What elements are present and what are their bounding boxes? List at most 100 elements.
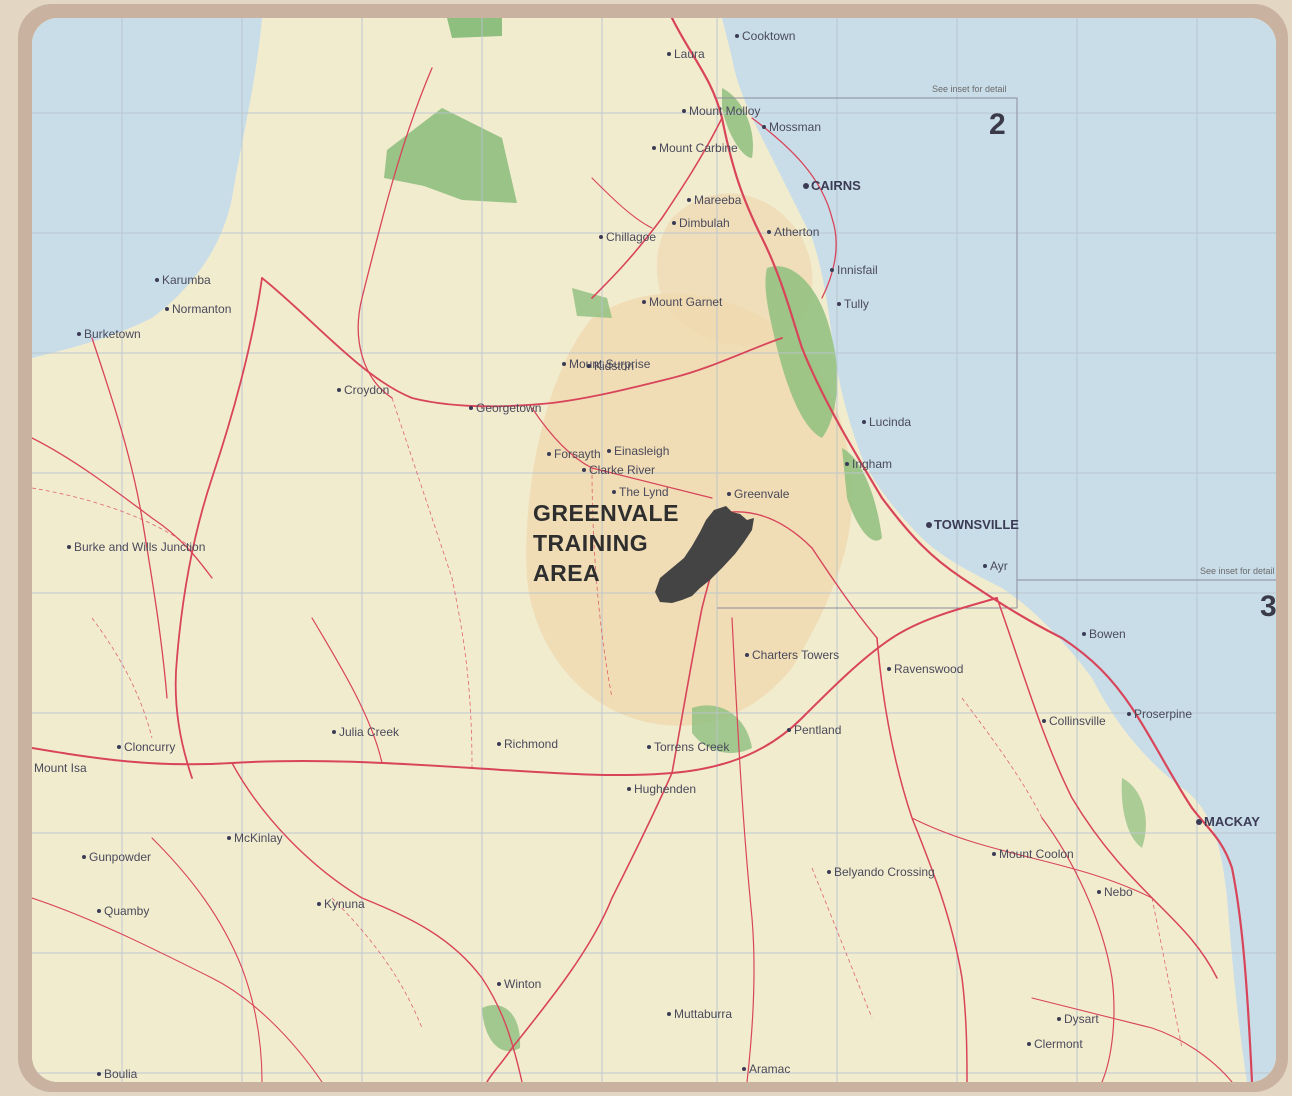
town-lucinda[interactable]: Lucinda	[862, 415, 911, 429]
town-marker	[165, 307, 169, 311]
town-mount-garnet[interactable]: Mount Garnet	[642, 295, 723, 309]
town-kynuna[interactable]: Kynuna	[317, 897, 365, 911]
town-burke-and-wills-junction[interactable]: Burke and Wills Junction	[67, 540, 205, 554]
town-torrens-creek[interactable]: Torrens Creek	[647, 740, 730, 754]
town-mckinlay[interactable]: McKinlay	[227, 831, 283, 845]
town-winton[interactable]: Winton	[497, 977, 541, 991]
town-hughenden[interactable]: Hughenden	[627, 782, 696, 796]
town-name: Normanton	[172, 302, 231, 316]
town-name: Belyando Crossing	[834, 865, 935, 879]
town-clarke-river[interactable]: Clarke River	[582, 463, 655, 477]
town-name: Charters Towers	[752, 648, 839, 662]
town-greenvale[interactable]: Greenvale	[727, 487, 790, 501]
town-name: Innisfail	[837, 263, 878, 277]
town-name: Mount Coolon	[999, 847, 1074, 861]
inset-note-2: See inset for detail	[932, 84, 1007, 94]
town-proserpine[interactable]: Proserpine	[1127, 707, 1192, 721]
map-viewport[interactable]: GREENVALE TRAINING AREA 2 3 See inset fo…	[32, 18, 1276, 1082]
town-collinsville[interactable]: Collinsville	[1042, 714, 1106, 728]
town-burketown[interactable]: Burketown	[77, 327, 141, 341]
town-mareeba[interactable]: Mareeba	[687, 193, 742, 207]
town-kidston[interactable]: Kidston	[587, 359, 634, 373]
town-name: Proserpine	[1134, 707, 1192, 721]
town-marker	[687, 198, 691, 202]
town-marker	[767, 230, 771, 234]
town-einasleigh[interactable]: Einasleigh	[607, 444, 669, 458]
town-cloncurry[interactable]: Cloncurry	[117, 740, 175, 754]
coral-sea	[722, 18, 1276, 1082]
town-marker	[830, 268, 834, 272]
town-marker	[827, 870, 831, 874]
town-muttaburra[interactable]: Muttaburra	[667, 1007, 732, 1021]
town-marker	[562, 362, 566, 366]
town-mount-coolon[interactable]: Mount Coolon	[992, 847, 1074, 861]
town-marker	[82, 855, 86, 859]
town-ravenswood[interactable]: Ravenswood	[887, 662, 963, 676]
town-name: Pentland	[794, 723, 841, 737]
town-mossman[interactable]: Mossman	[762, 120, 821, 134]
town-dimbulah[interactable]: Dimbulah	[672, 216, 730, 230]
town-normanton[interactable]: Normanton	[165, 302, 231, 316]
town-marker	[803, 183, 809, 189]
town-gunpowder[interactable]: Gunpowder	[82, 850, 151, 864]
town-marker	[787, 728, 791, 732]
town-name: McKinlay	[234, 831, 283, 845]
town-marker	[317, 902, 321, 906]
town-boulia[interactable]: Boulia	[97, 1067, 138, 1081]
town-name: Atherton	[774, 225, 819, 239]
town-name: Laura	[674, 47, 705, 61]
town-nebo[interactable]: Nebo	[1097, 885, 1133, 899]
town-townsville[interactable]: TOWNSVILLE	[926, 517, 1019, 532]
town-julia-creek[interactable]: Julia Creek	[332, 725, 400, 739]
town-pentland[interactable]: Pentland	[787, 723, 841, 737]
town-mount-carbine[interactable]: Mount Carbine	[652, 141, 738, 155]
town-marker	[627, 787, 631, 791]
town-marker	[227, 836, 231, 840]
town-name: Mount Isa	[34, 761, 87, 775]
town-name: Dimbulah	[679, 216, 730, 230]
town-marker	[1027, 1042, 1031, 1046]
town-richmond[interactable]: Richmond	[497, 737, 558, 751]
town-name: Winton	[504, 977, 541, 991]
town-forsayth[interactable]: Forsayth	[547, 447, 601, 461]
town-marker	[1082, 632, 1086, 636]
town-name: Kidston	[594, 359, 634, 373]
town-tully[interactable]: Tully	[837, 297, 869, 311]
town-the-lynd[interactable]: The Lynd	[612, 485, 669, 499]
town-charters-towers[interactable]: Charters Towers	[745, 648, 839, 662]
town-karumba[interactable]: Karumba	[155, 273, 211, 287]
town-name: Cloncurry	[124, 740, 175, 754]
town-mount-isa[interactable]: Mount Isa	[32, 761, 87, 775]
town-name: Clermont	[1034, 1037, 1083, 1051]
town-marker	[837, 302, 841, 306]
town-name: Forsayth	[554, 447, 601, 461]
town-georgetown[interactable]: Georgetown	[469, 401, 541, 415]
town-ingham[interactable]: Ingham	[845, 457, 892, 471]
town-marker	[599, 235, 603, 239]
town-name: Hughenden	[634, 782, 696, 796]
town-name: Ingham	[852, 457, 892, 471]
town-bowen[interactable]: Bowen	[1082, 627, 1126, 641]
town-marker	[742, 1067, 746, 1071]
town-clermont[interactable]: Clermont	[1027, 1037, 1083, 1051]
town-belyando-crossing[interactable]: Belyando Crossing	[827, 865, 935, 879]
town-aramac[interactable]: Aramac	[742, 1062, 790, 1076]
town-chillagoe[interactable]: Chillagoe	[599, 230, 656, 244]
town-laura[interactable]: Laura	[667, 47, 705, 61]
town-name: Bowen	[1089, 627, 1126, 641]
town-cooktown[interactable]: Cooktown	[735, 29, 795, 43]
town-atherton[interactable]: Atherton	[767, 225, 819, 239]
town-marker	[727, 492, 731, 496]
town-innisfail[interactable]: Innisfail	[830, 263, 878, 277]
town-ayr[interactable]: Ayr	[983, 559, 1008, 573]
town-quamby[interactable]: Quamby	[97, 904, 149, 918]
town-cairns[interactable]: CAIRNS	[803, 178, 861, 193]
town-dysart[interactable]: Dysart	[1057, 1012, 1099, 1026]
town-mount-molloy[interactable]: Mount Molloy	[682, 104, 760, 118]
park-coast-2	[842, 448, 882, 541]
greenvale-training-area[interactable]	[655, 506, 754, 603]
town-mackay[interactable]: MACKAY	[1196, 814, 1260, 829]
sheet-number-3: 3	[1260, 590, 1276, 623]
town-croydon[interactable]: Croydon	[337, 383, 389, 397]
